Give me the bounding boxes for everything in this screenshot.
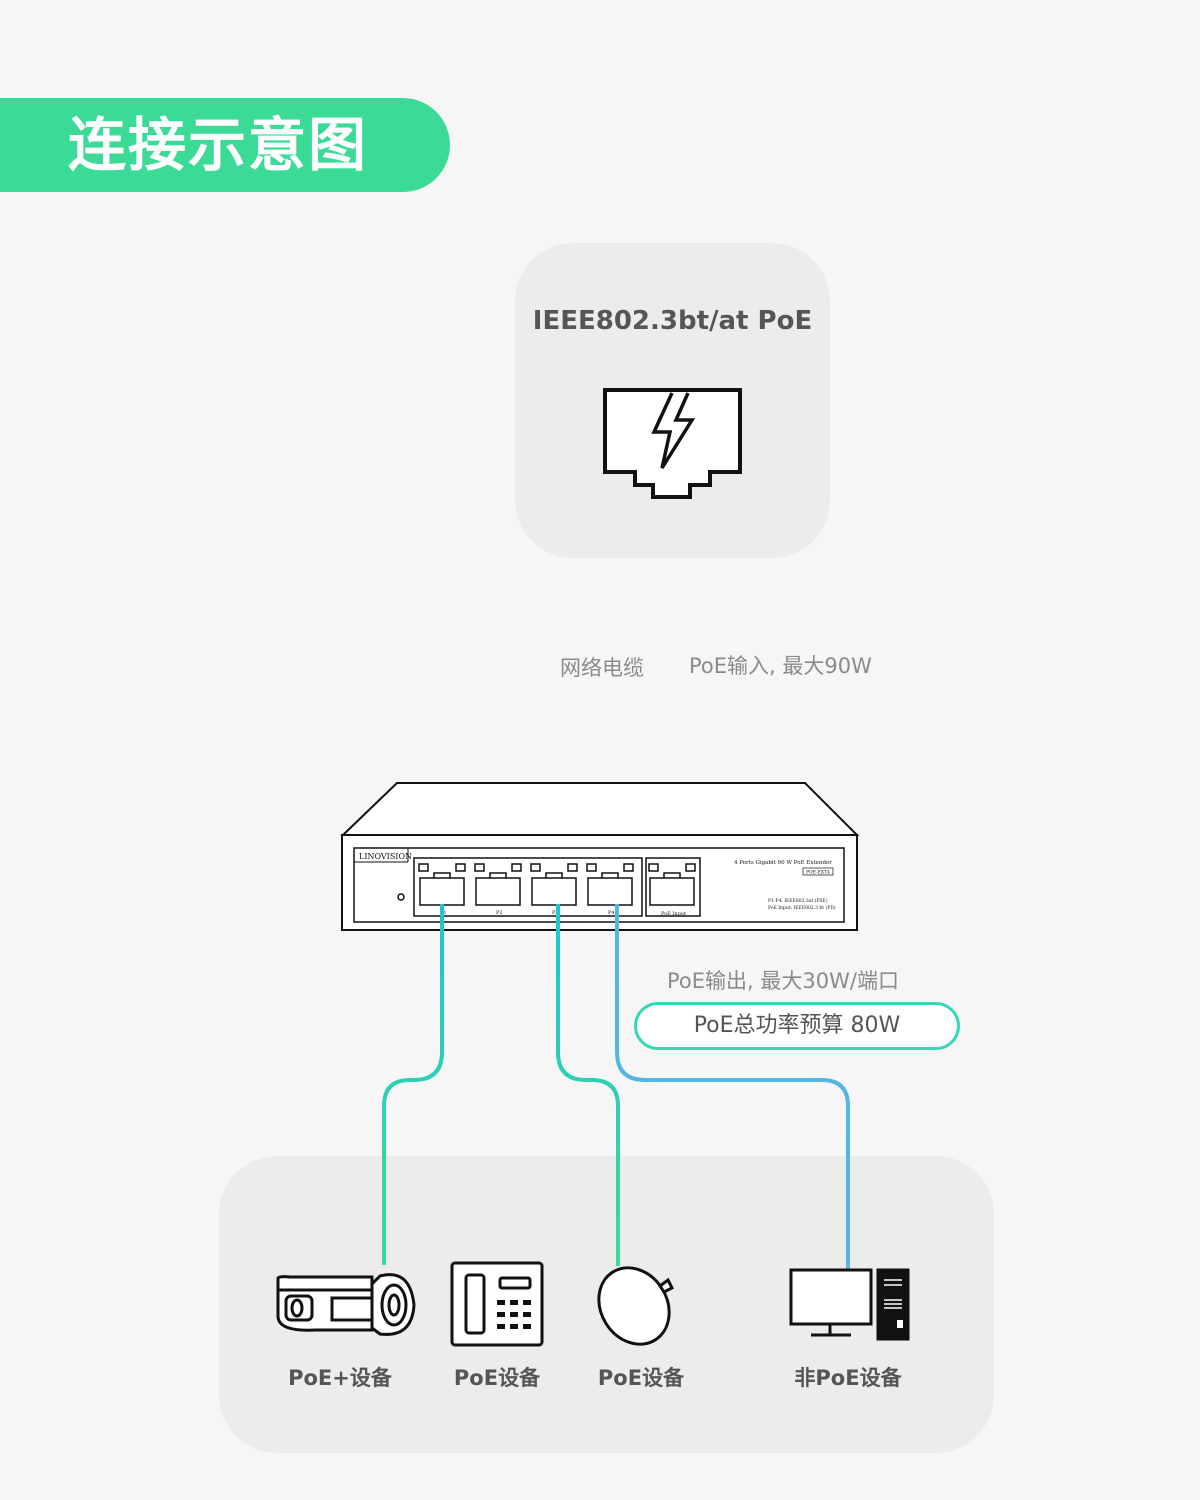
switch-spec-line1: P1-P4: IEEE802.3at (PSE)	[768, 897, 828, 904]
device-label-ap: PoE设备	[597, 1366, 685, 1390]
rj45-port-1	[418, 863, 466, 906]
switch-spec-line2: PoE Input: IEEE802.3 bt (PD)	[768, 904, 836, 911]
reset-hole-icon	[397, 893, 405, 901]
device-label-camera: PoE+设备	[288, 1366, 392, 1390]
rj45-port-2	[474, 863, 522, 906]
ip-phone-icon	[450, 1261, 544, 1347]
poe-power-jack-icon	[603, 388, 742, 499]
rj45-port-input	[648, 863, 696, 906]
device-label-computer: 非PoE设备	[794, 1366, 902, 1390]
desktop-computer-icon	[789, 1268, 910, 1341]
switch-model-line: 4 Ports Gigabit 90 W PoE Extender	[734, 860, 832, 866]
rj45-port-3	[530, 863, 578, 906]
device-label-phone: PoE设备	[453, 1366, 541, 1390]
switch-model-code: POE-EXT4	[806, 870, 830, 876]
cable-label: 网络电缆	[560, 656, 644, 680]
access-point-icon	[597, 1266, 675, 1346]
rj45-port-4	[586, 863, 634, 906]
poe-source-title: IEEE802.3bt/at PoE	[532, 306, 813, 336]
cable-p3	[556, 904, 620, 1266]
port-label-input: PoE Input	[661, 911, 686, 917]
cable-p1	[382, 904, 444, 1265]
port-label-p3: P3	[552, 910, 559, 916]
header-banner: 连接示意图	[0, 98, 450, 192]
poe-input-label: PoE输入, 最大90W	[689, 654, 872, 678]
page-title: 连接示意图	[68, 111, 369, 179]
switch-brand: LINOVISION	[359, 852, 412, 861]
bullet-camera-icon	[276, 1273, 416, 1336]
cable-p4	[615, 904, 850, 1270]
poe-output-label: PoE输出, 最大30W/端口	[667, 969, 899, 993]
poe-budget-badge: PoE总功率预算 80W	[634, 1002, 960, 1050]
port-label-p4: P4	[608, 910, 615, 916]
